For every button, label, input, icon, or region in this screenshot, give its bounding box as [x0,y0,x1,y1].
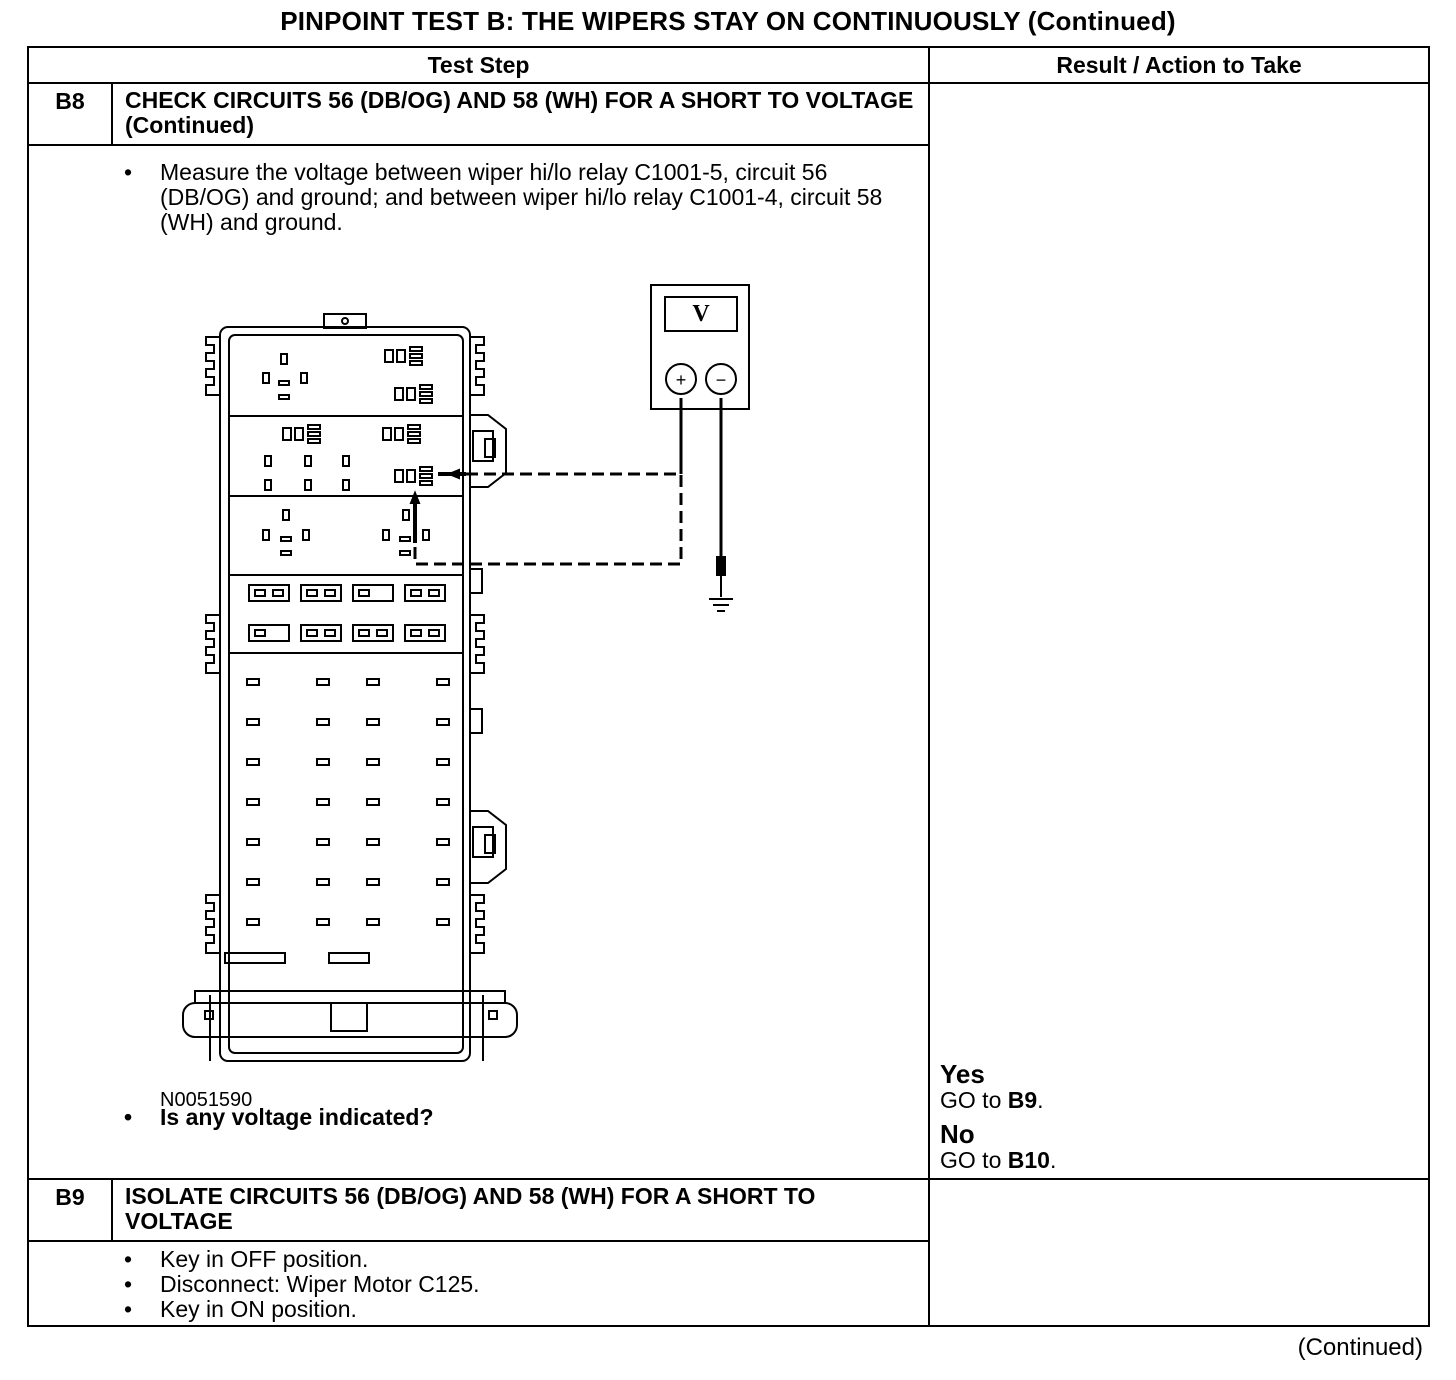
step-b8-result-cell: Yes GO to B9. No GO to B10. [928,82,1431,1180]
step-b9-result-cell [928,1178,1431,1327]
step-b8-title-row: B8 CHECK CIRCUITS 56 (DB/OG) AND 58 (WH)… [27,82,1431,1180]
step-b8-bullets: Measure the voltage between wiper hi/lo … [29,160,928,235]
table-header-row: Test Step Result / Action to Take [26,46,1431,84]
result-no-action: GO to B10. [940,1147,1057,1173]
result-yes-action: GO to B9. [940,1087,1044,1113]
meter-plus-terminal: + [676,370,687,390]
step-title: ISOLATE CIRCUITS 56 (DB/OG) AND 58 (WH) … [110,1178,931,1242]
step-link-b10[interactable]: B10 [1007,1147,1050,1173]
fuse-box-diagram: V + − [182,284,750,1062]
step-title: CHECK CIRCUITS 56 (DB/OG) AND 58 (WH) FO… [110,82,931,146]
result-yes-label: Yes [940,1059,985,1089]
header-test-step: Test Step [26,46,931,84]
result-no-label: No [940,1119,975,1149]
list-item: Key in OFF position. [29,1247,928,1273]
step-b9-body: Key in OFF position. Disconnect: Wiper M… [26,1240,931,1327]
result-list: Yes GO to B9. No GO to B10. [930,1060,1056,1173]
continued-footer: (Continued) [1297,1334,1423,1361]
page-title: PINPOINT TEST B: THE WIPERS STAY ON CONT… [280,6,1176,36]
meter-symbol: V [692,301,710,327]
step-number: B8 [27,82,113,146]
step-b9-body-row: Key in OFF position. Disconnect: Wiper M… [26,1240,1429,1327]
header-result: Result / Action to Take [928,46,1431,84]
step-b8-question: Is any voltage indicated? [29,1105,928,1131]
step-b9-bullets: Key in OFF position. Disconnect: Wiper M… [29,1247,928,1323]
list-item: Key in ON position. [29,1297,928,1323]
step-b8-body-row: Measure the voltage between wiper hi/lo … [26,144,1429,1180]
list-item: Measure the voltage between wiper hi/lo … [29,160,898,235]
step-b8-body: Measure the voltage between wiper hi/lo … [26,144,931,1180]
pinpoint-test-table: Test Step Result / Action to Take B8 CHE… [26,46,1431,1327]
fuse-box-voltage-figure: V + − N0051590 [29,235,926,1111]
list-item: Disconnect: Wiper Motor C125. [29,1272,928,1298]
step-link-b9[interactable]: B9 [1007,1087,1038,1113]
step-b9-title-row: B9 ISOLATE CIRCUITS 56 (DB/OG) AND 58 (W… [27,1178,1431,1327]
meter-minus-terminal: − [716,370,727,390]
multimeter [650,284,750,410]
mini-fuse-grid [246,678,450,926]
question-item: Is any voltage indicated? [29,1105,928,1131]
step-number: B9 [27,1178,113,1242]
